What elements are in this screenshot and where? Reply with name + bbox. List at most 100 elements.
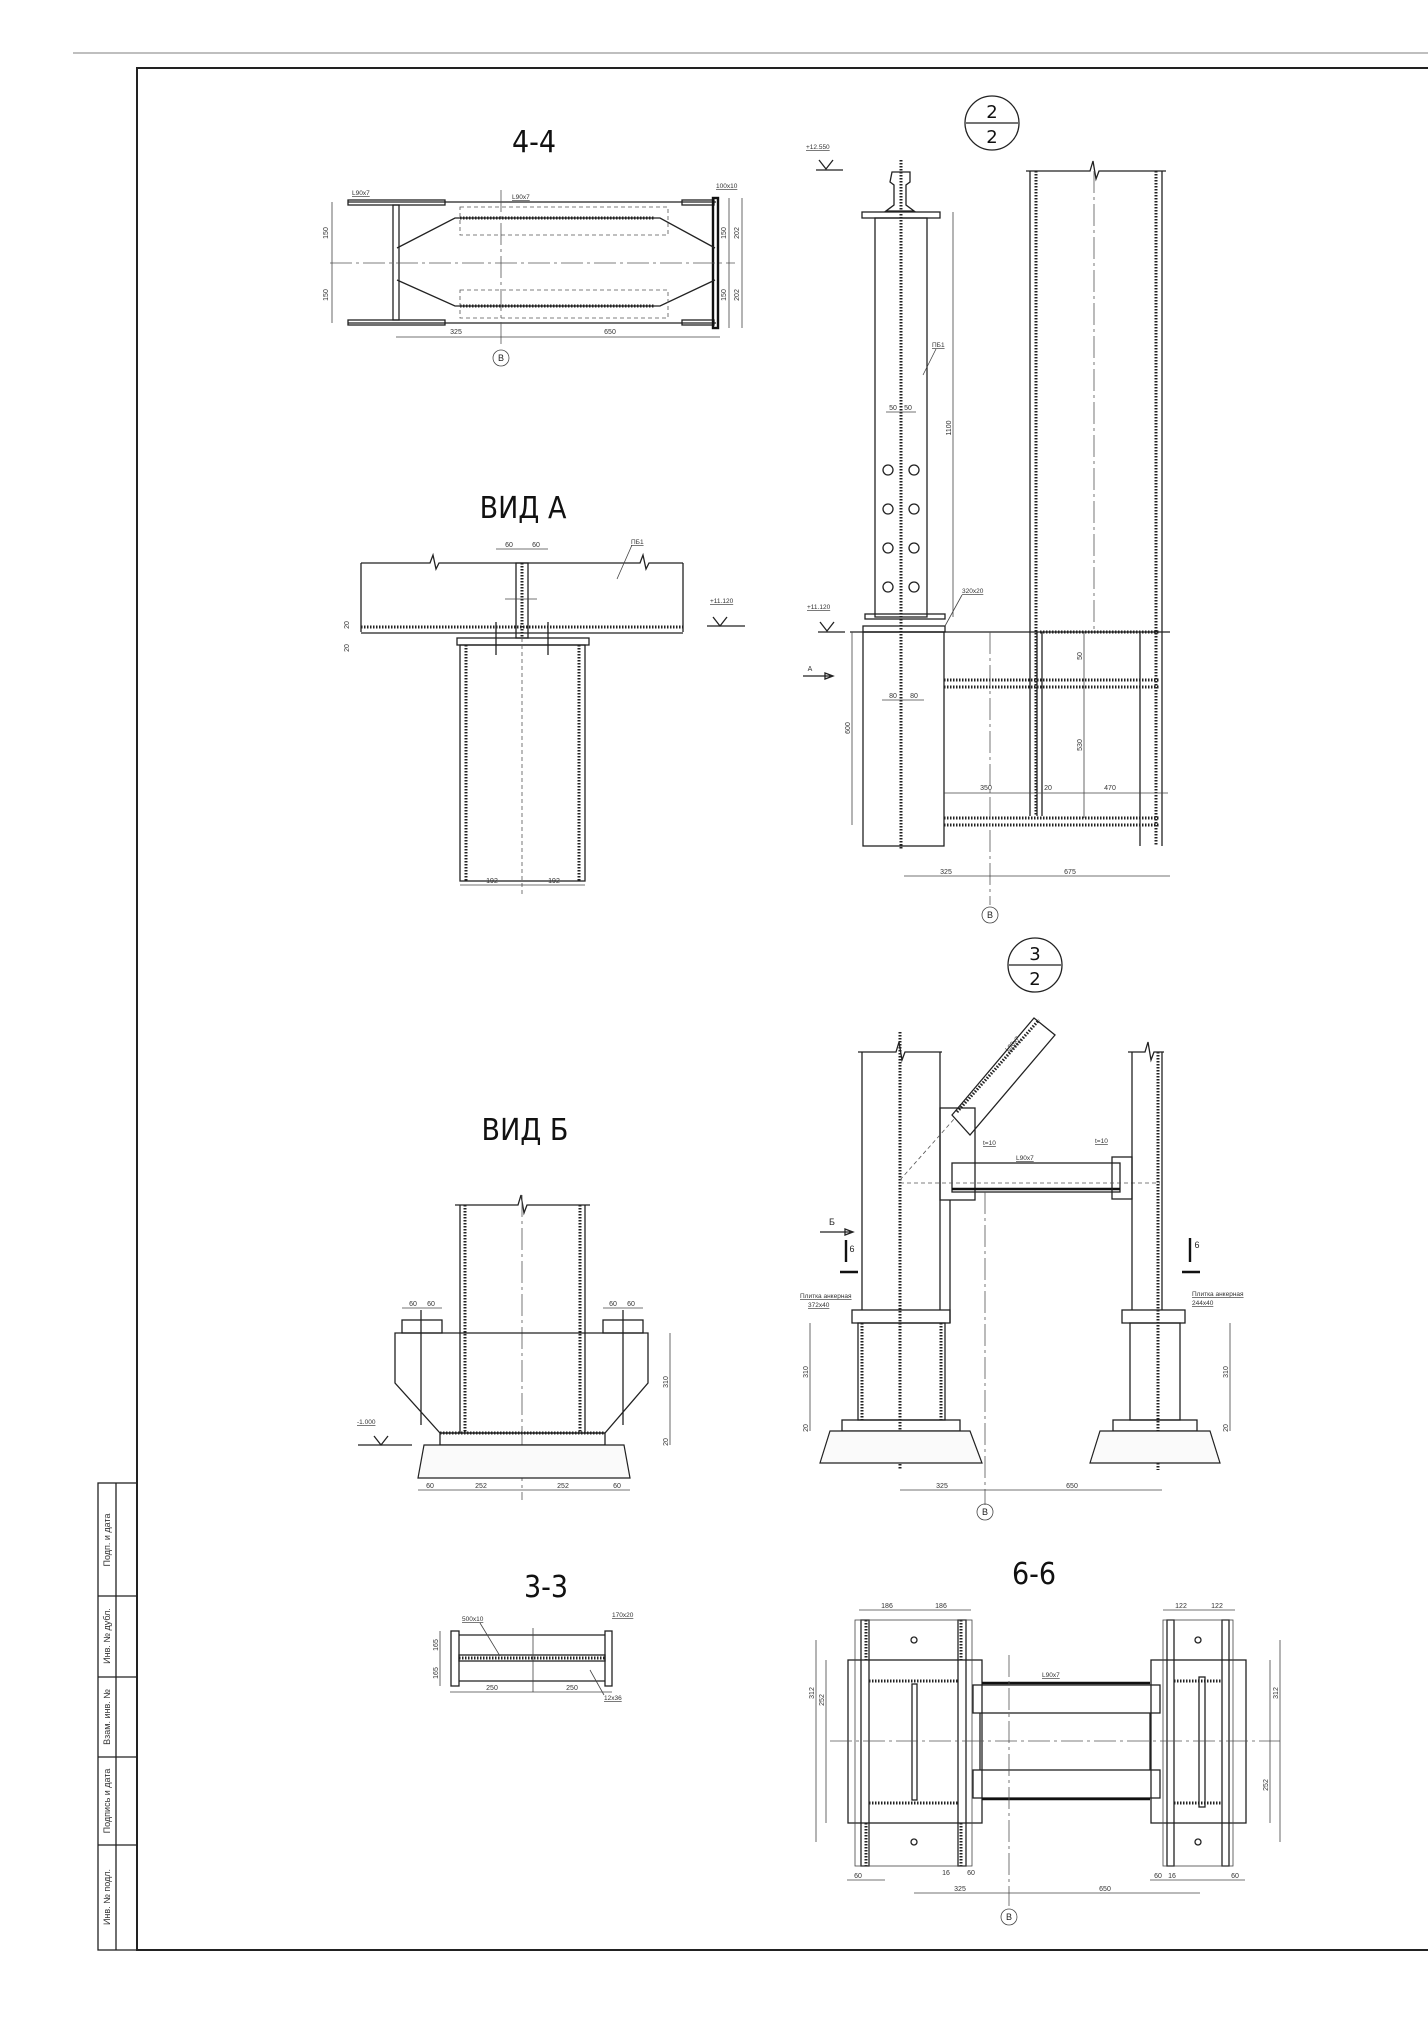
dimension-label: 192: [486, 878, 498, 885]
drawing-frame: [136, 67, 1428, 1951]
dimension-label: 60: [1231, 1873, 1239, 1880]
leader-label: L90x7: [1042, 1672, 1060, 1679]
axis-marker: В: [498, 353, 504, 363]
axis-marker: В: [1006, 1912, 1012, 1922]
section-3-3: 3-3 165 165 250 250 500x10 170x20 12x36: [433, 1570, 634, 1702]
section-3-3-title: 3-3: [524, 1570, 568, 1605]
dimension-label: 60: [427, 1301, 435, 1308]
node-number: 3: [1029, 944, 1040, 965]
dimension-label: 650: [1099, 1886, 1111, 1893]
dimension-label: 122: [1175, 1603, 1187, 1610]
dimension-label: 50: [904, 405, 912, 412]
section-6-6: 6-6 L90x7 186 186 122: [809, 1557, 1281, 1926]
leader-label: 170x20: [612, 1612, 634, 1619]
leader-label: 100x10: [716, 183, 738, 190]
section-cut-label: 6: [849, 1244, 854, 1254]
dimension-label: 20: [1223, 1424, 1230, 1432]
dimension-label: 20: [803, 1424, 810, 1432]
section-4-4: 4-4 150 150 325 650 150 150 202 202 L90x…: [323, 125, 743, 367]
leader-label: L90x7: [512, 194, 530, 201]
leader-label: ПБ1: [631, 539, 644, 546]
dimension-label: 20: [344, 644, 351, 652]
section-arrow-label: Б: [829, 1217, 835, 1227]
dimension-label: 60: [532, 542, 540, 549]
elevation-mark: +11.120: [807, 604, 831, 611]
leader-label: t=10: [1095, 1138, 1108, 1145]
node-2-2: 2 2 +12.550 1100 ПБ1 50 50 320x20 +11.12…: [803, 95, 1170, 924]
axis-marker: В: [982, 1507, 988, 1517]
dimension-label: 530: [1077, 739, 1084, 751]
dimension-label: 250: [486, 1685, 498, 1692]
section-arrow-label: А: [808, 666, 813, 673]
dimension-label: 60: [613, 1483, 621, 1490]
dimension-label: 310: [1223, 1366, 1230, 1378]
dimension-label: 60: [505, 542, 513, 549]
axis-marker: В: [987, 910, 993, 920]
title-block-cell: Взам. инв. №: [102, 1689, 112, 1745]
dimension-label: 60: [627, 1301, 635, 1308]
dimension-label: 150: [721, 227, 728, 239]
dimension-label: 1100: [946, 420, 953, 435]
dimension-label: 80: [910, 693, 918, 700]
dimension-label: 325: [450, 329, 462, 336]
dimension-label: 312: [809, 1687, 816, 1699]
dimension-label: 600: [845, 722, 852, 734]
leader-label: Плитка анкерная: [800, 1293, 852, 1300]
leader-label: 320x20: [962, 588, 984, 595]
dimension-label: 20: [344, 621, 351, 629]
dimension-label: 80: [889, 693, 897, 700]
title-block-cell: Подп. и дата: [102, 1513, 112, 1566]
dimension-label: 20: [1044, 785, 1052, 792]
dimension-label: 650: [1066, 1483, 1078, 1490]
leader-label: 12x36: [604, 1695, 622, 1702]
node-sheet: 2: [986, 127, 997, 148]
leader-label: Плитка анкерная: [1192, 1291, 1244, 1298]
dimension-label: 165: [433, 1667, 440, 1679]
elevation-mark: +12.550: [806, 144, 830, 151]
node-3-2: 3 2 L90x7 t=10 t=10 L90x7: [800, 937, 1244, 1521]
dimension-label: 312: [1273, 1687, 1280, 1699]
leader-label: L90x7: [352, 190, 370, 197]
title-block-cell: Инв. № дубл.: [102, 1608, 112, 1664]
dimension-label: 310: [663, 1376, 670, 1388]
dimension-label: 650: [604, 329, 616, 336]
dimension-label: 16: [1168, 1873, 1176, 1880]
dimension-label: 470: [1104, 785, 1116, 792]
dimension-label: 202: [734, 227, 741, 239]
dimension-label: 122: [1211, 1603, 1223, 1610]
title-block-cell: Подпись и дата: [102, 1769, 112, 1834]
dimension-label: 252: [557, 1483, 569, 1490]
dimension-label: 60: [409, 1301, 417, 1308]
dimension-label: 325: [940, 869, 952, 876]
dimension-label: 186: [881, 1603, 893, 1610]
dimension-label: 16: [942, 1870, 950, 1877]
section-6-6-title: 6-6: [1012, 1557, 1056, 1592]
elevation-mark: +11.120: [710, 598, 734, 605]
title-block: Инв. № подл. Подпись и дата Взам. инв. №…: [97, 1482, 138, 1951]
dimension-label: 50: [1077, 652, 1084, 660]
section-4-4-title: 4-4: [512, 125, 556, 160]
view-a: ВИД А 60 60 192 192 20 20 ПБ1 +11.120: [344, 491, 745, 895]
leader-label: 372x40: [808, 1302, 830, 1309]
dimension-label: 60: [609, 1301, 617, 1308]
bolt-group: [882, 464, 920, 593]
leader-label: 500x10: [462, 1616, 484, 1623]
dimension-label: 675: [1064, 869, 1076, 876]
dimension-label: 202: [734, 289, 741, 301]
dimension-label: 325: [936, 1483, 948, 1490]
dimension-label: 60: [426, 1483, 434, 1490]
leader-label: L90x7: [1016, 1155, 1034, 1162]
node-number: 2: [986, 102, 997, 123]
dimension-label: 252: [819, 1694, 826, 1706]
section-cut-label: 6: [1194, 1240, 1199, 1250]
dimension-label: 60: [967, 1870, 975, 1877]
title-block-cell: Инв. № подл.: [102, 1869, 112, 1925]
view-b-title: ВИД Б: [482, 1113, 569, 1148]
dimension-label: 50: [889, 405, 897, 412]
dimension-label: 60: [854, 1873, 862, 1880]
dimension-label: 150: [721, 289, 728, 301]
dimension-label: 350: [980, 785, 992, 792]
leader-label: L90x7: [1004, 1035, 1021, 1053]
dimension-label: 60: [1154, 1873, 1162, 1880]
